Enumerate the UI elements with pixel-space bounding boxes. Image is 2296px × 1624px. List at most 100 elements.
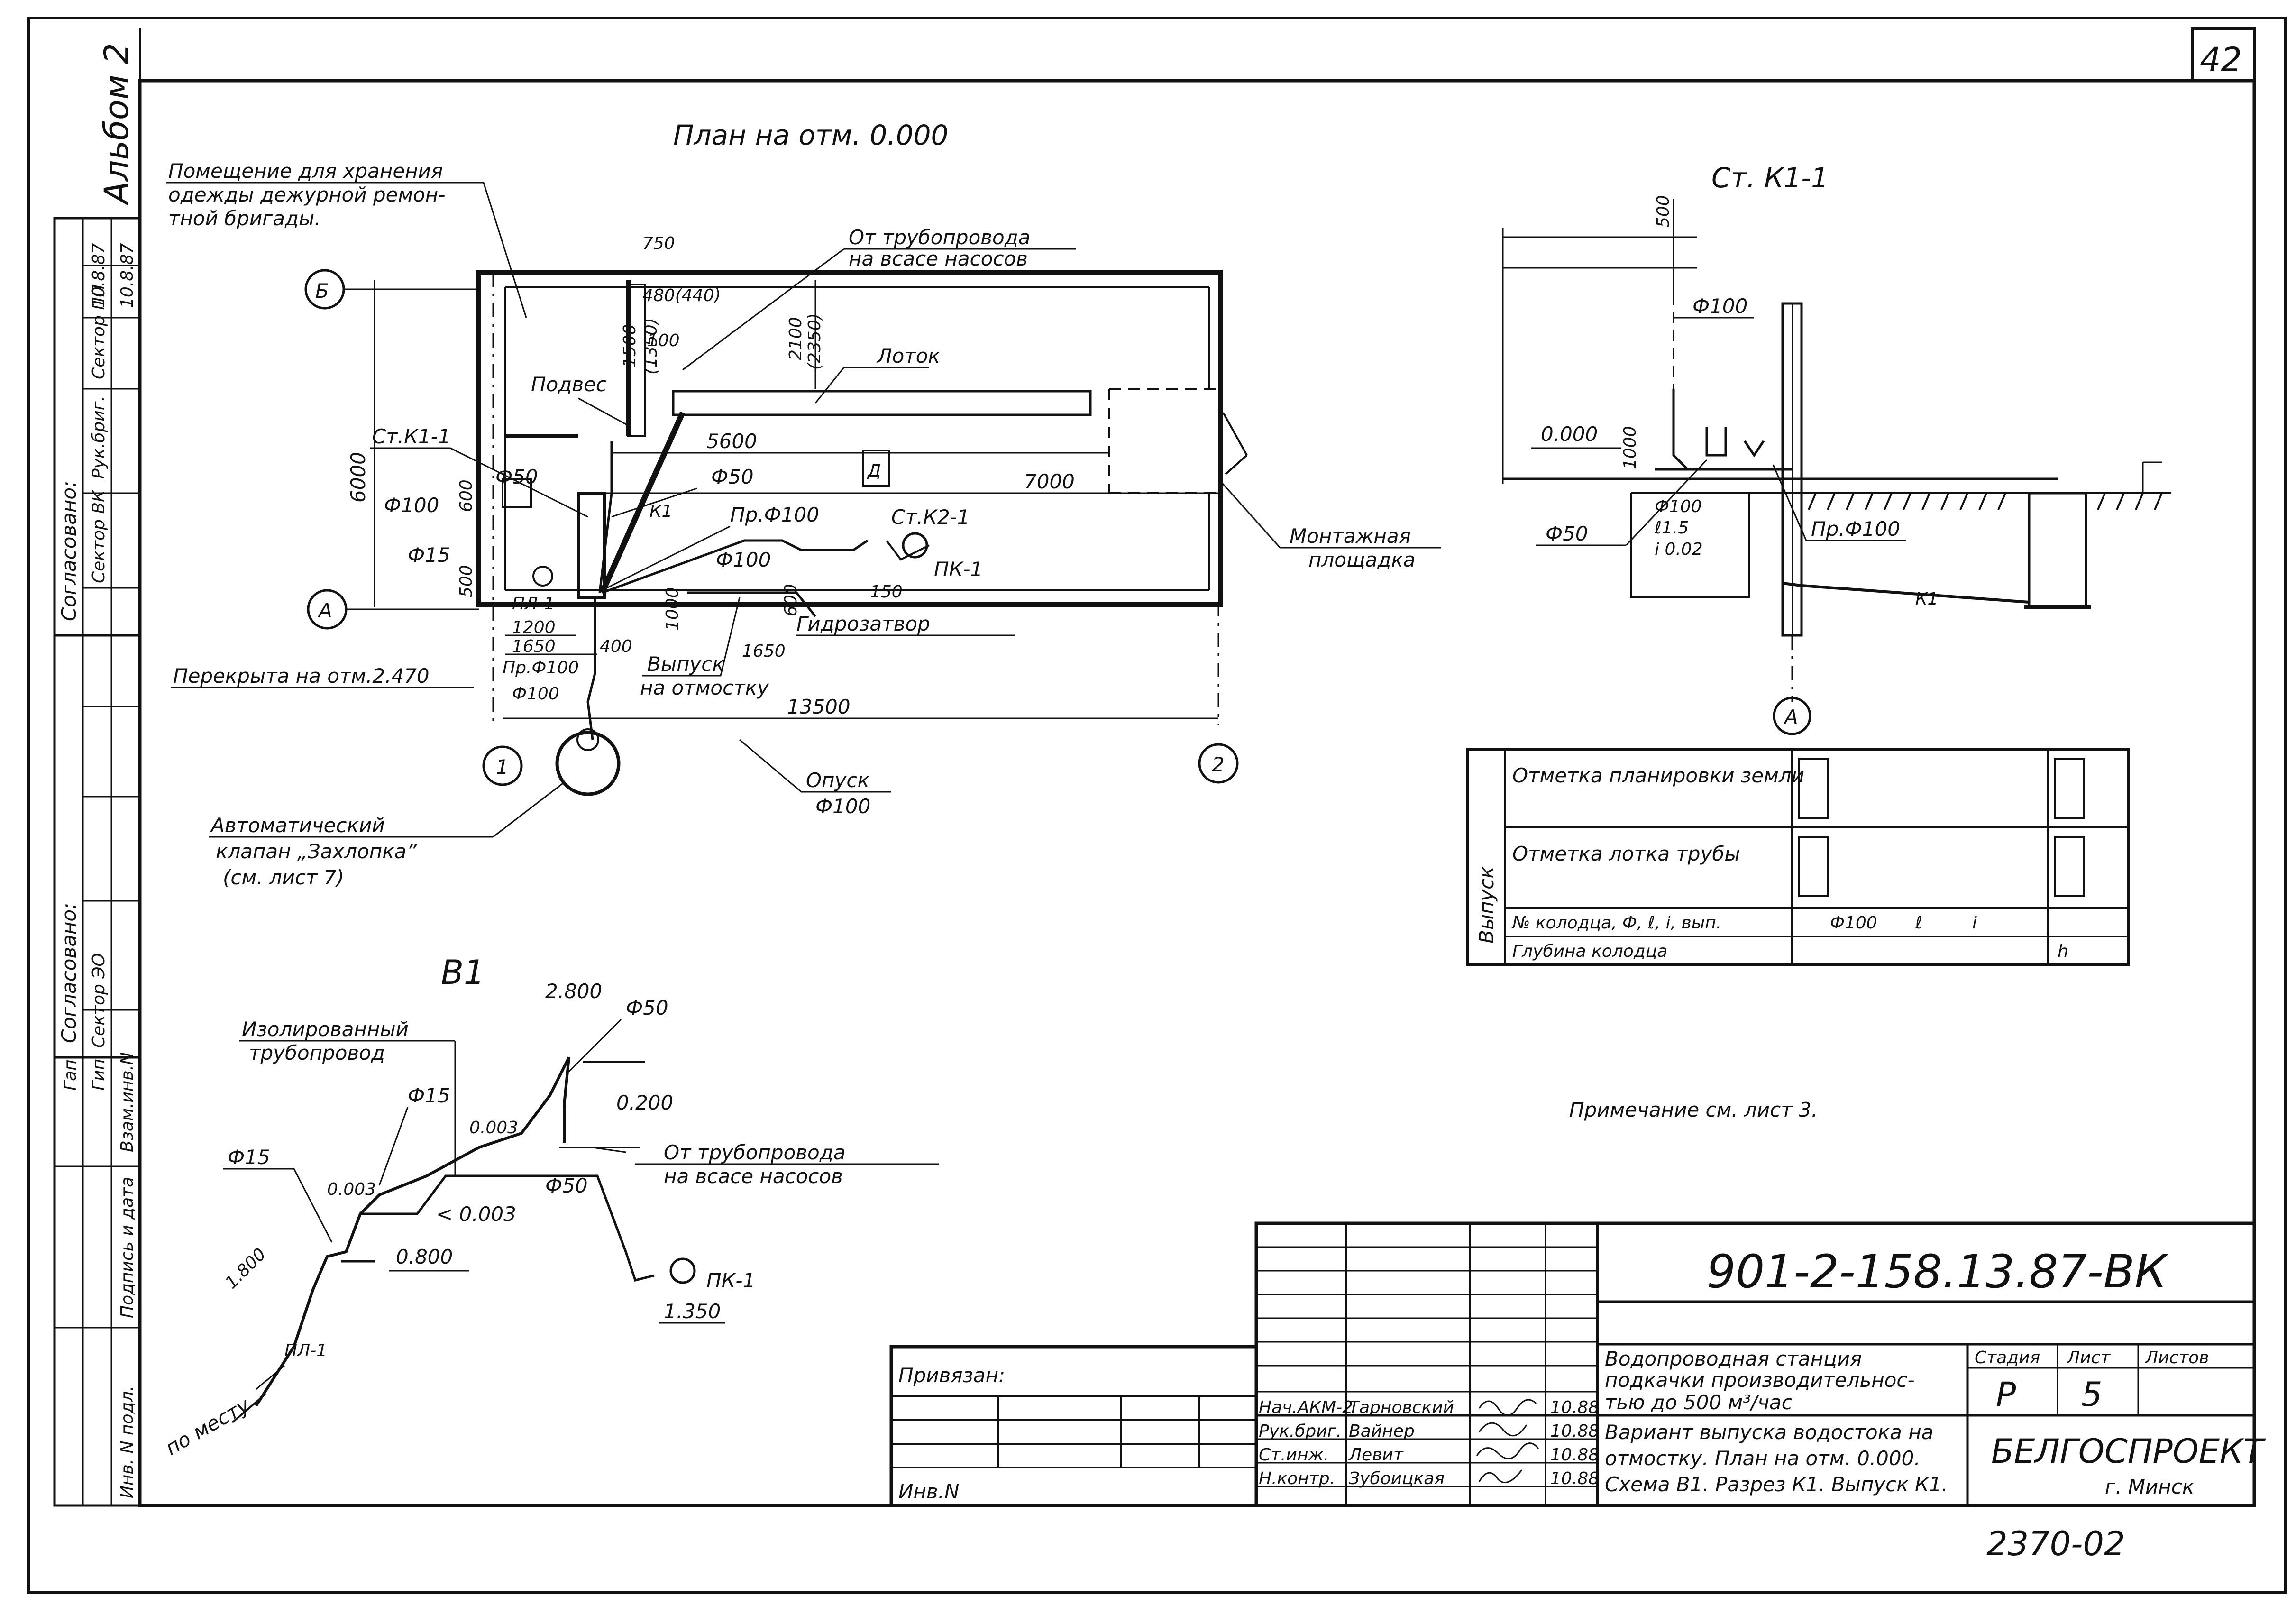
axis-2: 2 xyxy=(1212,753,1225,776)
plan-klapan-1: Автоматический xyxy=(210,814,385,837)
axis-a: А xyxy=(317,599,332,622)
plan-opusk-2: Ф100 xyxy=(815,795,870,818)
album-label: Альбом 2 xyxy=(97,43,136,206)
zakhlopka-valve xyxy=(555,731,621,796)
b1-from-1: От трубопровода xyxy=(664,1141,846,1164)
tb-doc-code: 901-2-158.13.87-ВК xyxy=(1707,1245,2169,1298)
page-number: 42 xyxy=(2200,40,2242,79)
b1-izol-1: Изолированный xyxy=(242,1018,409,1041)
dim-100: 100 xyxy=(647,331,680,350)
dim-150: 150 xyxy=(870,582,903,602)
tb-sheet-1: Вариант выпуска водостока на xyxy=(1605,1421,1933,1444)
pipe-f100b: Ф100 xyxy=(716,548,771,571)
stamp-date-1: 10.8.87 xyxy=(118,243,137,308)
b1-f15a: Ф15 xyxy=(408,1084,450,1107)
dim-400: 400 xyxy=(600,637,632,656)
outlet-row-3: № колодца, Ф, ℓ, i, вып. xyxy=(1511,913,1721,933)
b1-e1800: 1.800 xyxy=(221,1244,270,1293)
dim-1000: 1000 xyxy=(663,587,682,631)
pipe-pr-f100a: Пр.Ф100 xyxy=(730,503,819,526)
stamp-soglasovano-2: Согласовано: xyxy=(57,903,81,1043)
b1-e0800: 0.800 xyxy=(396,1245,453,1268)
building-outline xyxy=(476,270,1223,607)
section-f100: Ф100 xyxy=(1692,294,1747,318)
b1-e1350: 1.350 xyxy=(664,1300,721,1323)
opusk-pipe xyxy=(586,597,596,740)
tb-stage: Р xyxy=(1996,1375,2016,1414)
signature-3 xyxy=(1476,1442,1539,1459)
outer-frame xyxy=(27,17,2287,1594)
plan-vypusk-2: на отмостку xyxy=(640,676,769,699)
section-k1-pipe xyxy=(1782,582,2030,604)
dim-1650a: 1650 xyxy=(512,637,556,656)
tb-name-2: Вайнер xyxy=(1349,1422,1415,1441)
archive-number: 2370-02 xyxy=(1986,1524,2125,1563)
b1-f50b: Ф50 xyxy=(545,1174,588,1197)
plan-podves: Подвес xyxy=(531,373,607,396)
plan-room-note-3: тной бригады. xyxy=(168,207,320,230)
dim-7000: 7000 xyxy=(1024,470,1075,493)
tb-role-3: Ст.инж. xyxy=(1259,1445,1329,1465)
dim-13500: 13500 xyxy=(787,695,851,718)
section-riser xyxy=(1672,389,1689,470)
plan-montazh-2: площадка xyxy=(1308,548,1415,571)
plan-st-k1-1: Ст.К1-1 xyxy=(372,425,451,448)
section-view: Ст. К1-1 А xyxy=(1502,162,2171,735)
ground-hatch xyxy=(1808,493,2163,510)
stamp-sector-vk: Сектор ВК xyxy=(89,489,109,583)
stamp-date-2: 10.8.87 xyxy=(89,243,109,308)
page-number-box xyxy=(2191,27,2256,82)
b1-slope-b: 0.003 xyxy=(469,1118,518,1138)
plan-view: План на отм. 0.000 Д xyxy=(166,119,1441,889)
pipe-f100c: Ф100 xyxy=(512,684,559,704)
stamp-soglasovano-1: Согласовано: xyxy=(57,481,81,621)
stamp-podpis-data: Подпись и дата xyxy=(118,1177,137,1318)
stamp-vzam-inv: Взам.инв.N xyxy=(118,1052,137,1152)
dim-480: 480(440) xyxy=(642,286,721,305)
b1-main-pipe xyxy=(255,1056,570,1407)
signature-1 xyxy=(1478,1399,1537,1416)
tb-name-1: Тарновский xyxy=(1349,1398,1454,1417)
outlet-row-2: Отметка лотка трубы xyxy=(1512,842,1740,865)
dim-500: 500 xyxy=(457,565,476,597)
outlet-side-label: Выпуск xyxy=(1475,866,1498,944)
dim-600: 600 xyxy=(457,479,476,512)
section-pr-f100: Пр.Ф100 xyxy=(1811,517,1900,541)
outlet-value-l: ℓ xyxy=(1915,913,1922,933)
tb-inv-n: Инв.N xyxy=(898,1480,959,1503)
signature-2 xyxy=(1478,1422,1528,1437)
outlet-row-1: Отметка планировки земли xyxy=(1512,764,1804,787)
b1-f15b: Ф15 xyxy=(228,1146,270,1169)
stamp-sector-pp: Сектор ПП xyxy=(89,284,109,379)
left-stamp: Согласовано: Сектор ВК Сектор ПП Рук.бри… xyxy=(53,217,141,1507)
tb-lists-head: Листов xyxy=(2144,1348,2209,1367)
plan-lotok: Лоток xyxy=(876,344,940,367)
tb-object-1: Водопроводная станция xyxy=(1605,1347,1862,1370)
signature-4 xyxy=(1478,1469,1523,1484)
section-dim-500: 500 xyxy=(1654,195,1673,228)
axis-1: 1 xyxy=(496,755,509,779)
plan-opusk-1: Опуск xyxy=(806,769,869,792)
outlet-row-4: Глубина колодца xyxy=(1512,942,1667,961)
tb-date-1: 10.88 xyxy=(1550,1398,1599,1417)
dim-2350: (2350) xyxy=(805,313,824,370)
outlet-value-f100: Ф100 xyxy=(1830,913,1877,933)
mounting-platform xyxy=(1108,388,1223,494)
tb-sheet-3: Схема В1. Разрез К1. Выпуск К1. xyxy=(1605,1473,1948,1496)
stamp-gap: Гап xyxy=(61,1059,80,1091)
pipe-f50a: Ф50 xyxy=(495,465,538,488)
b1-pk-1: ПК-1 xyxy=(706,1269,755,1292)
tb-org-1: БЕЛГОСПРОЕКТ xyxy=(1991,1432,2266,1471)
outlet-table: Выпуск Отметка планировки земли Отметка … xyxy=(1466,748,2130,966)
dim-1350: (1350) xyxy=(641,318,661,375)
plan-st-k2-1: Ст.К2-1 xyxy=(891,505,970,529)
pipe-f50b: Ф50 xyxy=(711,465,754,488)
b1-e0200: 0.200 xyxy=(616,1091,673,1114)
lotok-channel xyxy=(672,390,1092,416)
section-title: Ст. К1-1 xyxy=(1711,162,1829,194)
section-f100b: Ф100 xyxy=(1655,497,1702,516)
b1-title: В1 xyxy=(441,953,485,992)
dim-750: 750 xyxy=(642,234,675,253)
dim-1650b: 1650 xyxy=(742,642,786,661)
